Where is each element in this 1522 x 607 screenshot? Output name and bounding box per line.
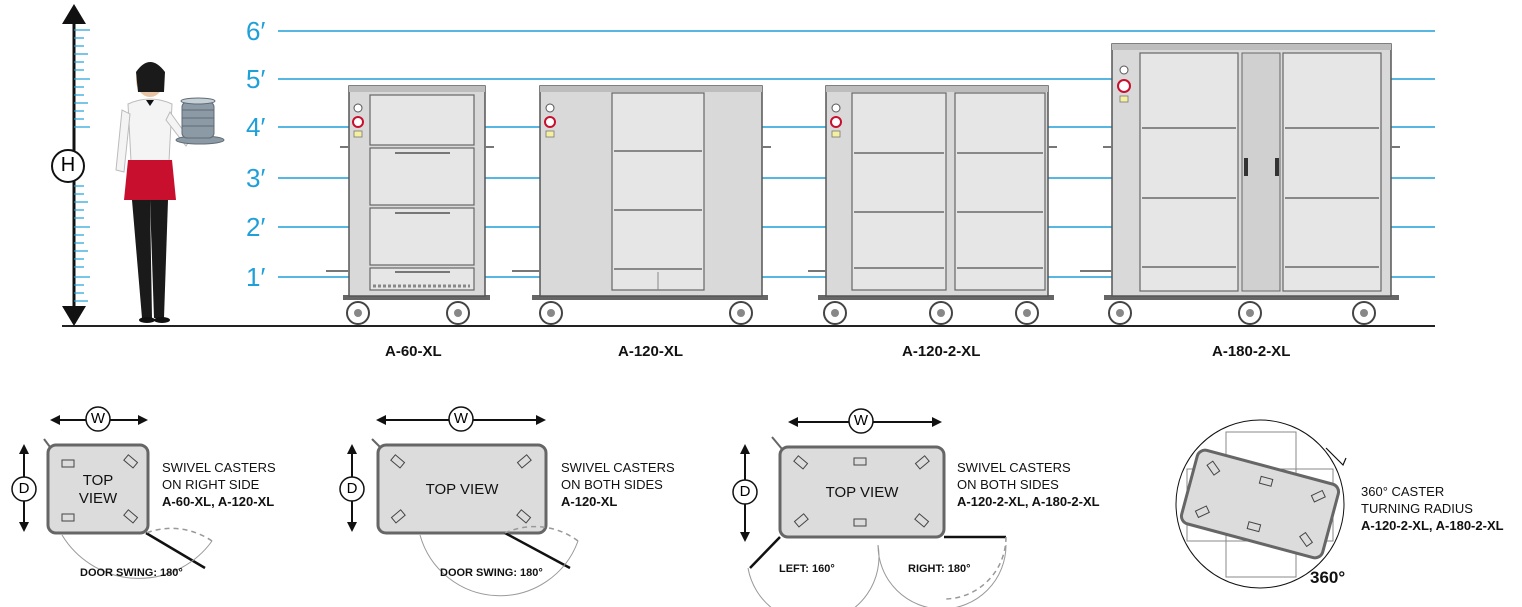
caption-line1: SWIVEL CASTERS: [162, 460, 276, 475]
scale-label-2ft: 2′: [246, 212, 266, 242]
caption-line2: ON BOTH SIDES: [957, 477, 1059, 492]
top-view-label: TOP VIEW: [825, 484, 899, 501]
door-swing-label: DOOR SWING: 180°: [440, 567, 543, 579]
top-view-label: TOP VIEW: [425, 481, 499, 498]
scale-label-3ft: 3′: [246, 163, 266, 193]
caption-models: A-120-XL: [561, 494, 618, 509]
depth-marker: D: [346, 480, 358, 497]
scale-label-5ft: 5′: [246, 64, 266, 94]
caption-models: A-60-XL, A-120-XL: [162, 494, 275, 509]
scale-label-1ft: 1′: [246, 262, 266, 292]
caption-models: A-120-2-XL, A-180-2-XL: [957, 494, 1100, 509]
caption-line2: ON BOTH SIDES: [561, 477, 663, 492]
top-view-1-caption: SWIVEL CASTERS ON RIGHT SIDE A-60-XL, A-…: [162, 459, 276, 510]
depth-marker: D: [739, 483, 751, 500]
turning-radius-drawing: [1175, 419, 1347, 589]
top-view-3-caption: SWIVEL CASTERS ON BOTH SIDES A-120-2-XL,…: [957, 459, 1100, 510]
turning-radius-caption: 360° CASTER TURNING RADIUS A-120-2-XL, A…: [1361, 483, 1504, 534]
top-view-2-drawing: [339, 406, 579, 597]
top-view-2-caption: SWIVEL CASTERS ON BOTH SIDES A-120-XL: [561, 459, 675, 510]
caption-line1: SWIVEL CASTERS: [957, 460, 1071, 475]
waitress-figure: [115, 62, 225, 323]
top-view-3-drawing: [732, 408, 1007, 607]
caption-line1: SWIVEL CASTERS: [561, 460, 675, 475]
cabinet-a-120-2-xl: [808, 85, 1057, 325]
cabinet-a-60-xl: [326, 85, 494, 325]
scale-label-4ft: 4′: [246, 112, 266, 142]
height-ruler: [51, 4, 90, 326]
turning-degrees: 360°: [1310, 568, 1346, 587]
model-label-a-60-xl: A-60-XL: [385, 343, 442, 360]
top-view-label: TOP VIEW: [70, 472, 126, 508]
width-marker: W: [90, 410, 106, 427]
caption-line2: TURNING RADIUS: [1361, 501, 1473, 516]
caption-models: A-120-2-XL, A-180-2-XL: [1361, 518, 1504, 533]
width-marker: W: [853, 412, 869, 429]
depth-marker: D: [18, 480, 30, 497]
swing-right-label: RIGHT: 180°: [908, 563, 971, 575]
top-view-1-drawing: [11, 406, 213, 579]
top-view-label-line2: VIEW: [78, 490, 118, 507]
model-label-a-120-xl: A-120-XL: [618, 343, 684, 360]
cabinet-a-180-2-xl: [1080, 43, 1400, 325]
model-label-a-180-2-xl: A-180-2-XL: [1212, 343, 1291, 360]
cabinet-a-120-xl: [512, 85, 771, 325]
swing-left-label: LEFT: 160°: [779, 563, 835, 575]
caption-line2: ON RIGHT SIDE: [162, 477, 260, 492]
caption-line1: 360° CASTER: [1361, 484, 1445, 499]
width-marker: W: [453, 410, 469, 427]
model-label-a-120-2-xl: A-120-2-XL: [902, 343, 981, 360]
scale-label-6ft: 6′: [246, 16, 266, 46]
door-swing-label: DOOR SWING: 180°: [80, 567, 183, 579]
top-view-label-line1: TOP: [82, 472, 114, 489]
height-marker: H: [60, 154, 76, 176]
